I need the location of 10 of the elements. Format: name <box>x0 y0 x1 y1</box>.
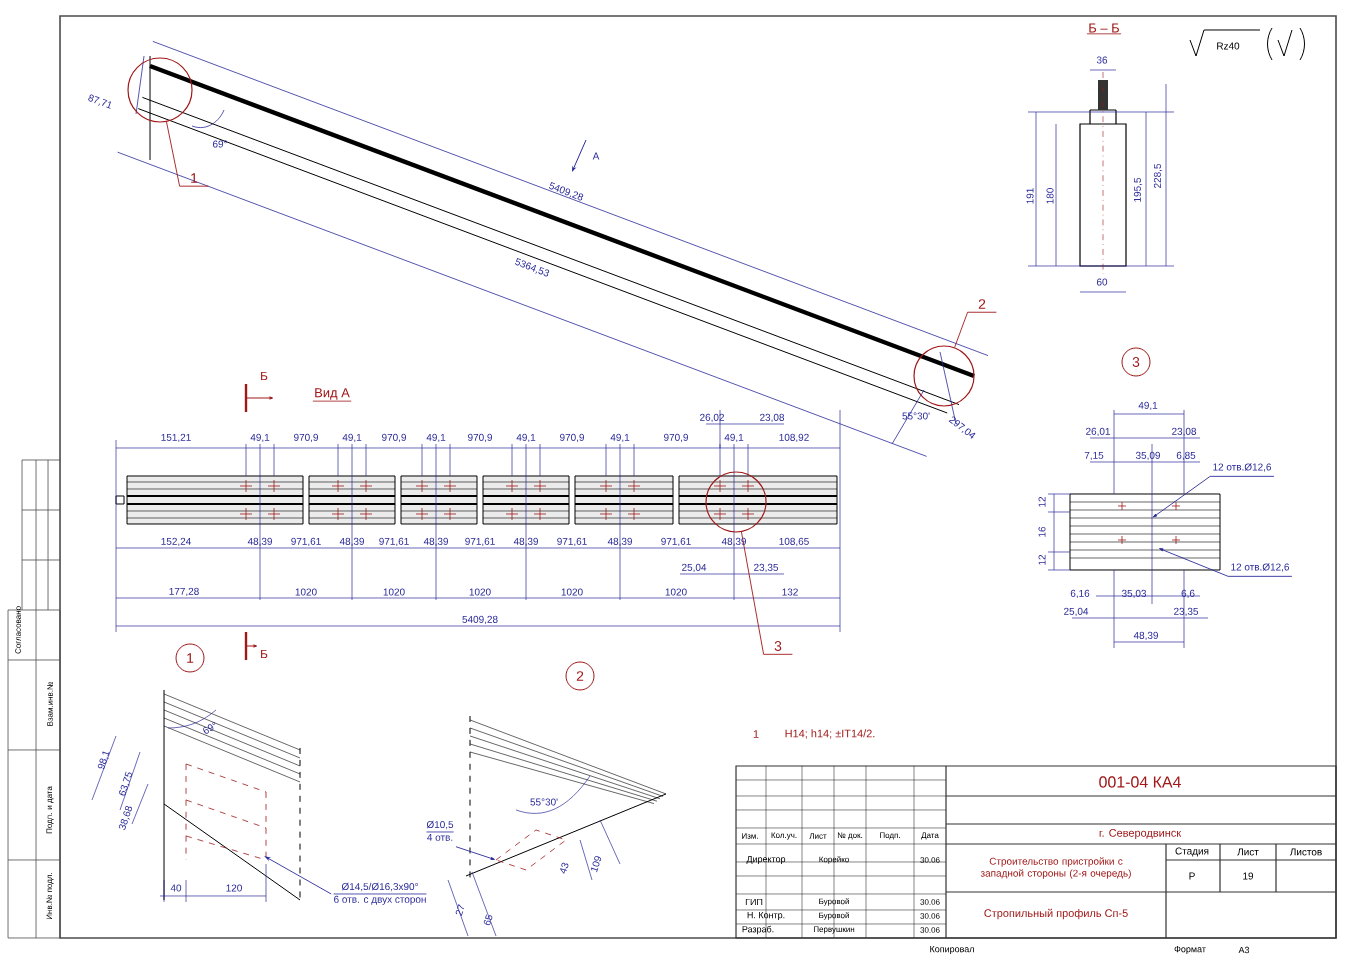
leader-line <box>954 311 997 348</box>
leader-line <box>455 846 495 860</box>
detail-circle <box>913 345 975 407</box>
leader-line <box>1159 548 1229 577</box>
detail-circle <box>705 471 767 533</box>
leader-line <box>741 531 793 655</box>
detail-circle <box>127 57 193 123</box>
leader-line <box>1152 475 1211 518</box>
leader-line <box>265 856 332 895</box>
leader-line <box>166 121 209 187</box>
